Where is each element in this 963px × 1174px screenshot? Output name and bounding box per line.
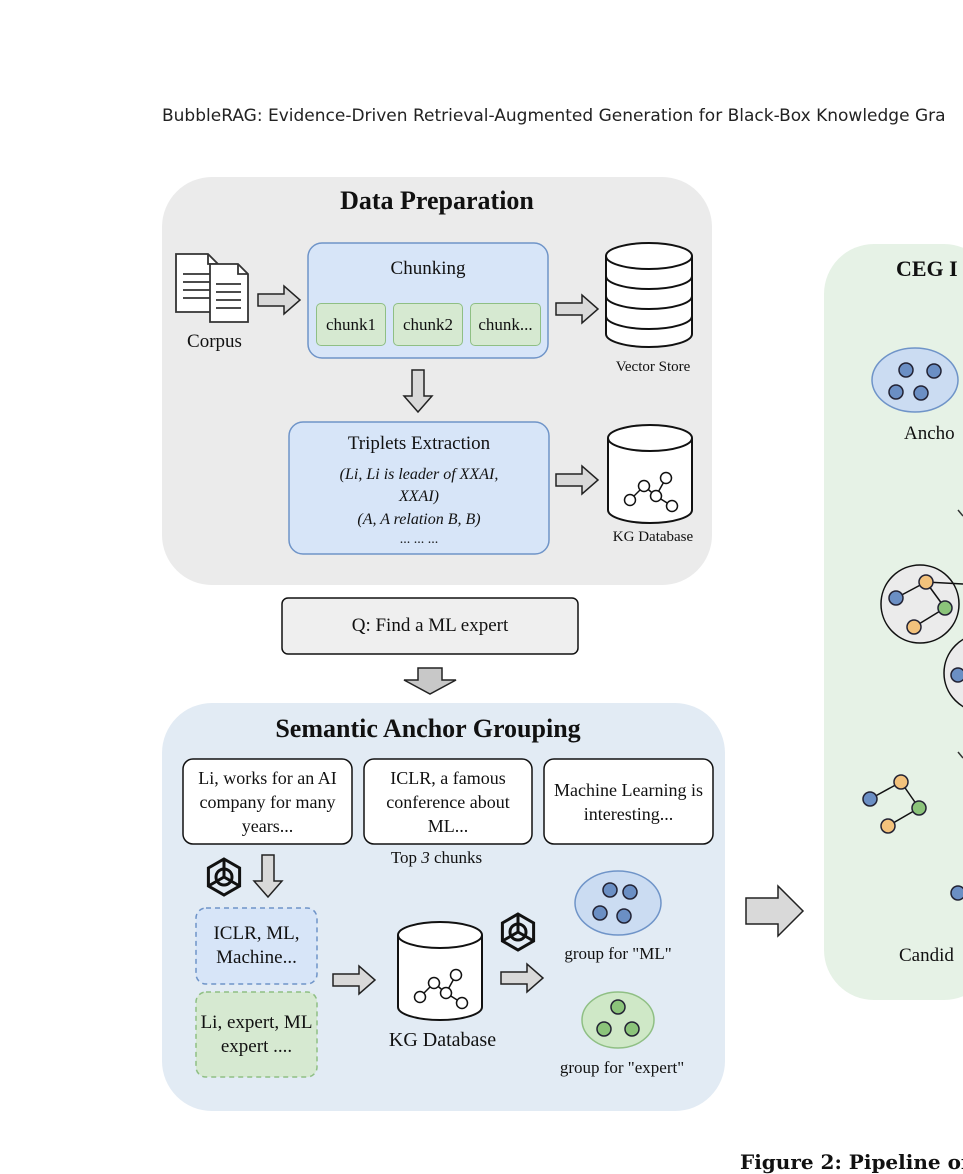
subgraph-circle-2 xyxy=(943,638,963,708)
chunk-card-2 xyxy=(363,758,533,845)
chunk-card-1 xyxy=(182,758,353,845)
keywords-green-box xyxy=(195,991,318,1078)
top-chunks-suffix: chunks xyxy=(429,848,483,867)
candidate-graph xyxy=(862,774,927,834)
triplets-box xyxy=(288,421,550,555)
triplets-line-2: XXAI) xyxy=(399,488,439,505)
kg-database-label-2: KG Database xyxy=(388,1029,497,1051)
chunk-card-3 xyxy=(543,758,714,845)
triplets-title: Triplets Extraction xyxy=(347,433,491,454)
corpus-label: Corpus xyxy=(187,331,242,352)
top-chunks-label: Top 3 chunks xyxy=(364,848,509,868)
arrow-grouping-to-ceg xyxy=(745,884,805,938)
vector-store-label: Vector Store xyxy=(615,359,691,375)
top-chunks-k: 3 xyxy=(421,848,430,867)
triplets-line-3: (A, A relation B, B) xyxy=(357,511,481,528)
kg-database-icon-2 xyxy=(397,921,483,1021)
chunking-title: Chunking xyxy=(390,258,466,279)
anchor-group-ellipse xyxy=(871,347,959,413)
keywords-blue-text: ICLR, ML, Machine... xyxy=(213,923,300,968)
triplets-line-4: ... ... ... xyxy=(399,532,439,547)
chunk-1: chunk1 xyxy=(316,303,386,346)
group-ml-ellipse xyxy=(574,870,662,936)
query-box xyxy=(281,597,579,655)
triplets-line-1: (Li, Li is leader of XXAI, xyxy=(339,466,499,483)
chunk-3: chunk... xyxy=(470,303,541,346)
kg-database-icon xyxy=(607,424,693,524)
anchor-label: Ancho xyxy=(904,423,955,444)
vector-store-icon xyxy=(605,242,693,348)
chunk-2: chunk2 xyxy=(393,303,463,346)
top-chunks-prefix: Top xyxy=(390,848,422,867)
kg-database-label: KG Database xyxy=(612,529,694,545)
anchor-grouping-title: Semantic Anchor Grouping xyxy=(275,714,581,743)
data-prep-title: Data Preparation xyxy=(340,186,534,215)
candidate-node xyxy=(950,885,963,901)
chunk-card-2-text: ICLR, a famous conference about ML... xyxy=(386,767,510,836)
keywords-green-text: Li, expert, ML expert .... xyxy=(200,1011,313,1057)
arrow-query-to-grouping xyxy=(403,667,457,695)
ceg-title: CEG I xyxy=(896,256,958,281)
query-text: Q: Find a ML expert xyxy=(351,615,509,636)
group-expert-label: group for "expert" xyxy=(559,1058,685,1077)
subgraph-circle-1 xyxy=(880,564,963,644)
running-header: BubbleRAG: Evidence-Driven Retrieval-Aug… xyxy=(162,106,946,126)
keywords-blue-box xyxy=(195,907,318,985)
chunk-card-1-text: Li, works for an AI company for many yea… xyxy=(198,767,337,836)
candidate-label: Candid xyxy=(899,945,954,966)
chunk-card-3-text: Machine Learning is interesting... xyxy=(554,779,703,824)
figure-caption: Figure 2: Pipeline of xyxy=(740,1150,963,1174)
corpus-icon xyxy=(175,253,249,323)
group-ml-label: group for "ML" xyxy=(564,944,672,963)
